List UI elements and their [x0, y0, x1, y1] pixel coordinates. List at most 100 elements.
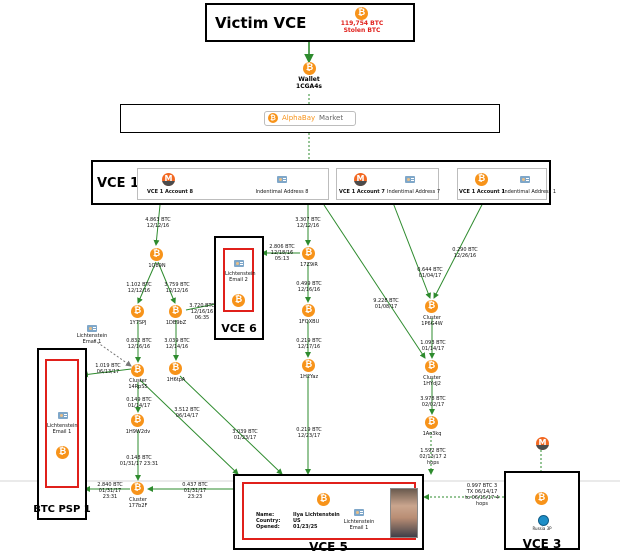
node-label: 1DB9bZ	[165, 320, 187, 326]
vce1-account-7: M VCE 1 Account 7 Indentimal Address 7	[336, 168, 441, 200]
bitcoin-icon: ₿	[302, 359, 315, 372]
vce1-account-8: M VCE 1 Account 8 Indentimal Address 8	[137, 168, 329, 200]
document-icon	[354, 509, 364, 516]
vce5-box: ₿ Name: Ilya Lichtenstein Country: US Op…	[233, 474, 424, 554]
account-name: VCE 1 Account 8	[147, 189, 193, 195]
globe-logo-icon	[538, 515, 549, 526]
bitcoin-icon: ₿	[131, 414, 144, 427]
node-label: 1Ao3kq	[422, 431, 442, 437]
node-label: Cluster 14RpS5	[128, 378, 148, 390]
bitcoin-icon: ₿	[232, 294, 245, 307]
edge-label: 0.219 BTC 12/23/17	[296, 427, 322, 439]
vce6-email: Lichtenstein Email 2	[225, 271, 256, 283]
edge-label: 3.039 BTC 12/14/16	[164, 338, 190, 350]
account-name: VCE 1 Account 1	[459, 189, 505, 195]
vce5-opened-label: Opened:	[256, 524, 280, 530]
node-label: Cluster 177b2F	[128, 497, 148, 509]
node-label: Cluster 1P6G4W	[421, 315, 443, 327]
bitcoin-icon: ₿	[268, 113, 278, 123]
edge-label: 2.840 BTC 01/31/17 23:31	[97, 482, 123, 500]
node-label: 17Z9iR	[300, 262, 318, 268]
edge-label: 0.149 BTC 01/14/17	[126, 397, 152, 409]
vce6-highlight: Lichtenstein Email 2 ₿	[223, 248, 256, 312]
bitcoin-icon: ₿	[303, 62, 316, 75]
edge-label: 3.307 BTC 12/12/16	[295, 217, 321, 229]
vce5-opened: 01/23/25	[293, 524, 318, 530]
bitcoin-icon: ₿	[169, 305, 182, 318]
monero-icon: M	[536, 437, 549, 450]
alphabay-logo: ₿ AlphaBay Market	[264, 111, 356, 126]
node-label: 1Q89N	[148, 263, 166, 269]
bitcoin-icon: ₿	[131, 364, 144, 377]
vce5-highlight: ₿ Name: Ilya Lichtenstein Country: US Op…	[242, 482, 418, 540]
victim-vce-box: Victim VCE ₿ 119,754 BTC Stolen BTC	[205, 3, 415, 42]
vce6-title: VCE 6	[221, 322, 257, 335]
vce3-box: ₿ Russia 3P VCE 3	[504, 471, 580, 551]
victim-amount: 119,754 BTC	[340, 20, 384, 27]
bitcoin-icon: ₿	[425, 416, 438, 429]
edge-label: 0.290 BTC 12/26/16	[452, 247, 478, 259]
bitcoin-icon: ₿	[131, 305, 144, 318]
edge-label: 3.720 BTC 12/16/16 06:35	[189, 303, 215, 321]
document-icon	[277, 176, 287, 183]
suspect-photo	[390, 488, 418, 538]
document-icon	[520, 176, 530, 183]
edge-label: 9.228 BTC 01/08/17	[373, 298, 399, 310]
bitcoin-icon: ₿	[302, 247, 315, 260]
alphabay-suffix: Market	[319, 114, 344, 122]
edge-label: 0.219 BTC 12/17/16	[296, 338, 322, 350]
vce1-box: VCE 1 M VCE 1 Account 8 Indentimal Addre…	[91, 160, 557, 205]
vce5-name: Ilya Lichtenstein	[293, 512, 340, 518]
edge-label: 3.512 BTC 06/14/17	[174, 407, 200, 419]
bitcoin-icon: ₿	[425, 360, 438, 373]
alphabay-prefix: AlphaBay	[282, 114, 316, 122]
edge-label: 3.759 BTC 12/12/16	[164, 282, 190, 294]
edge-label: 4.863 BTC 12/12/16	[145, 217, 171, 229]
node-label: 1H6tpA	[166, 377, 186, 383]
document-icon	[87, 325, 97, 332]
victim-vce-title: Victim VCE	[215, 14, 307, 32]
wallet-id: 1CGA4s	[296, 83, 322, 90]
edge-label: 3.978 BTC 02/02/17	[420, 396, 446, 408]
vce5-country: US	[293, 518, 301, 524]
edge-label: 1.592 BTC 02/13/17 2 hops	[419, 448, 447, 466]
bitcoin-icon: ₿	[150, 248, 163, 261]
node-label: 1Y7SPJ	[129, 320, 147, 326]
edge-label: 0.499 BTC 12/16/16	[296, 281, 322, 293]
bitcoin-icon: ₿	[355, 7, 368, 20]
bitcoin-icon: ₿	[475, 173, 488, 186]
edge-label: 0.437 BTC 01/31/17 23:23	[182, 482, 208, 500]
edge-label: 1.102 BTC 12/12/16	[126, 282, 152, 294]
vce5-country-label: Country:	[256, 518, 281, 524]
psp1-title: BTC PSP 1	[33, 504, 91, 515]
bitcoin-icon: ₿	[302, 304, 315, 317]
vce3-title: VCE 3	[522, 537, 562, 551]
edge-label: 0.148 BTC 01/31/17 23:31	[119, 455, 159, 467]
node-label: 1H2Yaz	[299, 374, 319, 380]
account-address: Indentimal Address 7	[387, 189, 441, 195]
monero-icon: M	[354, 173, 367, 186]
vce1-account-1: ₿ VCE 1 Account 1 Indentimal Address 1	[457, 168, 557, 200]
bitcoin-icon: ₿	[131, 482, 144, 495]
edge-label: 0.832 BTC 12/16/16	[126, 338, 152, 350]
vce6-box: Lichtenstein Email 2 ₿ VCE 6	[214, 236, 264, 340]
document-icon	[234, 260, 244, 267]
account-address: Indentimal Address 1	[503, 189, 557, 195]
edge-label: 0.997 BTC 3 TX 06/14/17 to 06/15/17 4 ho…	[465, 483, 499, 507]
node-label: 1H9W2dv	[125, 429, 151, 435]
bitcoin-icon: ₿	[425, 300, 438, 313]
victim-subtitle: Stolen BTC	[343, 27, 381, 34]
account-name: VCE 1 Account 7	[339, 189, 385, 195]
loose-email: Lichtenstein Email 1	[76, 333, 108, 345]
edge-label: 3.039 BTC 01/23/17	[232, 429, 258, 441]
monero-icon: M	[162, 173, 175, 186]
bitcoin-icon: ₿	[535, 492, 548, 505]
document-icon	[405, 176, 415, 183]
vce1-title: VCE 1	[97, 176, 140, 191]
psp1-email: Lichtenstein Email 1	[47, 423, 78, 435]
bitcoin-icon: ₿	[317, 493, 330, 506]
vce3-logo-text: Russia 3P	[532, 526, 552, 531]
bitcoin-icon: ₿	[169, 362, 182, 375]
vce5-email: Lichtenstein Email 1	[343, 519, 375, 531]
